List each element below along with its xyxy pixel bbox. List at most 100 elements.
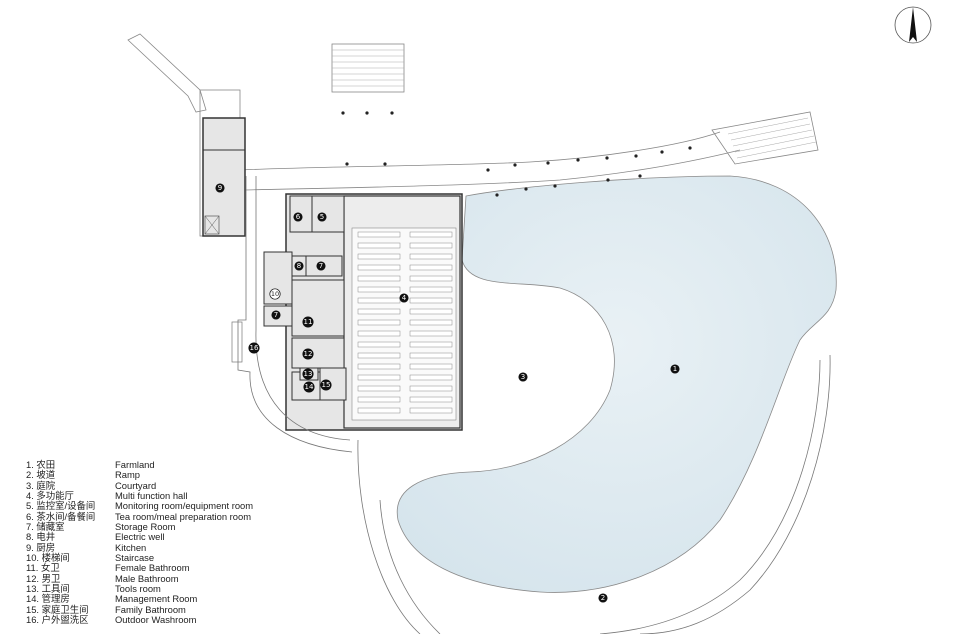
seat-row bbox=[409, 264, 453, 271]
seat-row bbox=[409, 319, 453, 326]
room-marker-label: 9 bbox=[218, 184, 222, 192]
legend-item-zh: 4. 多功能厅 bbox=[26, 490, 74, 502]
room-marker: 12 bbox=[302, 348, 314, 360]
legend-item-en: Farmland bbox=[115, 459, 155, 470]
seat-row bbox=[357, 330, 401, 337]
legend-item-zh: 12. 男卫 bbox=[26, 572, 61, 584]
room-marker-label: 12 bbox=[304, 350, 313, 358]
room-marker-label: 7 bbox=[274, 311, 278, 319]
seat-row bbox=[357, 253, 401, 260]
legend-item: 16. 户外盥洗区 Outdoor Washroom bbox=[26, 614, 326, 626]
seat-row bbox=[357, 264, 401, 271]
room-marker: 1 bbox=[670, 364, 680, 374]
legend-item-en: Ramp bbox=[115, 469, 141, 481]
legend-item-en: Management Room bbox=[115, 593, 198, 605]
seat-row bbox=[357, 308, 401, 315]
room-marker: 4 bbox=[399, 293, 409, 303]
room-marker-label: 11 bbox=[304, 318, 313, 326]
legend-item: 1. 农田 Farmland bbox=[26, 459, 326, 470]
room-marker: 11 bbox=[302, 316, 314, 328]
room-marker: 2 bbox=[598, 593, 608, 603]
exterior-stairs bbox=[331, 43, 405, 93]
seat-row bbox=[409, 374, 453, 381]
seat-row bbox=[409, 396, 453, 403]
seat-row bbox=[357, 286, 401, 293]
room-marker-label: 14 bbox=[305, 383, 314, 391]
seat-row bbox=[409, 231, 453, 238]
multi-function-hall bbox=[343, 195, 461, 429]
legend-item-zh: 6. 茶水间/备餐间 bbox=[26, 510, 96, 522]
legend-item-zh: 11. 女卫 bbox=[26, 562, 60, 574]
legend-item: 12. 男卫 Male Bathroom bbox=[26, 572, 326, 584]
legend-item: 14. 管理房 Management Room bbox=[26, 593, 326, 605]
room-marker: 6 bbox=[293, 212, 303, 222]
room-marker-label: 6 bbox=[296, 213, 301, 221]
room-marker: 7 bbox=[316, 261, 326, 271]
legend-item-en: Storage Room bbox=[115, 521, 176, 533]
kitchen-block bbox=[199, 89, 246, 237]
legend-item: 5. 监控室/设备间 Monitoring room/equipment room bbox=[26, 500, 326, 512]
legend-item: 15. 家庭卫生间 Family Bathroom bbox=[26, 603, 326, 615]
legend-item-zh: 9. 厨房 bbox=[26, 541, 56, 553]
legend-item: 4. 多功能厅 Multi function hall bbox=[26, 490, 326, 502]
room-marker-label: 1 bbox=[673, 365, 677, 373]
legend-item-zh: 8. 电井 bbox=[26, 531, 56, 543]
room-marker: 16 bbox=[248, 342, 260, 354]
legend-item-zh: 16. 户外盥洗区 bbox=[26, 614, 89, 626]
seat-row bbox=[409, 341, 453, 348]
seat-row bbox=[409, 385, 453, 392]
seat-row bbox=[357, 374, 401, 381]
seat-row bbox=[357, 363, 401, 370]
legend-item-en: Female Bathroom bbox=[115, 562, 190, 574]
legend-item-en: Outdoor Washroom bbox=[115, 614, 197, 626]
legend-item: 8. 电井 Electric well bbox=[26, 531, 326, 543]
legend-item-zh: 7. 储藏室 bbox=[26, 521, 65, 533]
legend-item-en: Male Bathroom bbox=[115, 572, 179, 584]
room-marker: 7 bbox=[271, 310, 281, 320]
seat-row bbox=[357, 407, 401, 414]
seat-row bbox=[357, 231, 401, 238]
farmland-area bbox=[396, 175, 837, 593]
room-marker-label: 10 bbox=[271, 290, 279, 298]
seat-row bbox=[409, 253, 453, 260]
seat-row bbox=[357, 242, 401, 249]
legend-item-en: Electric well bbox=[115, 531, 165, 543]
legend-item-zh: 5. 监控室/设备间 bbox=[26, 500, 96, 512]
room-marker-label: 3 bbox=[521, 373, 525, 381]
legend-item-zh: 1. 农田 bbox=[26, 459, 56, 470]
room-marker: 14 bbox=[303, 381, 315, 393]
room-marker-label: 5 bbox=[320, 213, 324, 221]
room-marker: 8 bbox=[294, 261, 304, 271]
seat-row bbox=[409, 286, 453, 293]
room-marker-label: 2 bbox=[601, 594, 605, 602]
legend-item-zh: 14. 管理房 bbox=[26, 593, 70, 605]
legend-item: 9. 厨房 Kitchen bbox=[26, 541, 326, 553]
seat-row bbox=[357, 385, 401, 392]
legend-item-en: Monitoring room/equipment room bbox=[115, 500, 254, 512]
legend-item-en: Kitchen bbox=[115, 541, 147, 553]
room-marker-label: 15 bbox=[322, 381, 331, 389]
legend-item-zh: 3. 庭院 bbox=[26, 479, 56, 491]
seat-row bbox=[357, 319, 401, 326]
room-marker: 9 bbox=[215, 183, 225, 193]
legend-item: 7. 储藏室 Storage Room bbox=[26, 521, 326, 533]
seat-row bbox=[357, 275, 401, 282]
legend-item-zh: 15. 家庭卫生间 bbox=[26, 603, 89, 615]
legend-item-zh: 13. 工具间 bbox=[26, 583, 70, 595]
seat-row bbox=[409, 275, 453, 282]
room-marker-label: 16 bbox=[250, 344, 259, 352]
legend-item-en: Multi function hall bbox=[115, 490, 188, 502]
legend-item-en: Family Bathroom bbox=[115, 603, 186, 615]
room-marker-label: 7 bbox=[319, 262, 323, 270]
room-marker: 5 bbox=[317, 212, 327, 222]
room-marker: 15 bbox=[320, 379, 332, 391]
seat-row bbox=[357, 297, 401, 304]
room-marker: 13 bbox=[302, 368, 314, 380]
ramp-outline bbox=[357, 439, 421, 634]
room-marker: 10 bbox=[269, 288, 281, 300]
